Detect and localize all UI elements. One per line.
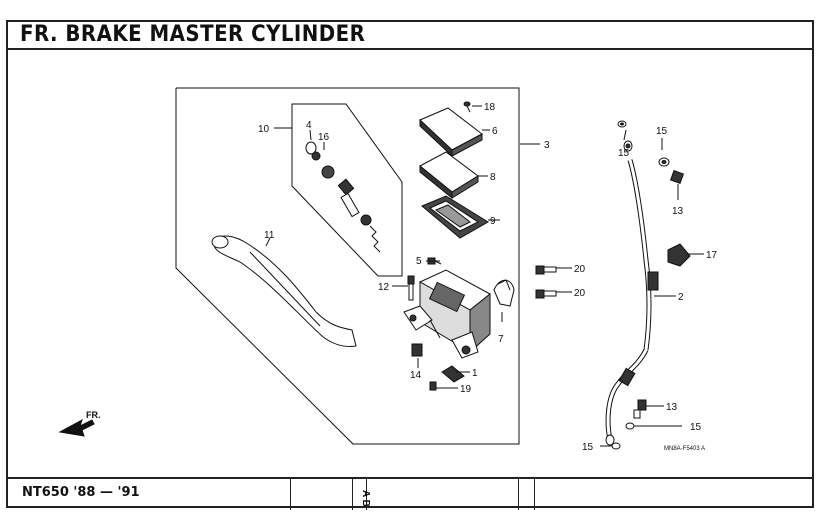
callout-10: 10 [258, 124, 270, 135]
bolt-13-top [669, 169, 685, 185]
callout-16: 16 [318, 132, 330, 143]
callout-13-bottom: 13 [666, 402, 678, 413]
page-title: FR. BRAKE MASTER CYLINDER [20, 22, 366, 47]
assembly-outline [175, 87, 520, 445]
washer-15-top-left [617, 120, 627, 128]
master-cylinder-body [403, 269, 491, 359]
direction-label: FR. [86, 410, 101, 420]
footer-code: A B [360, 490, 371, 507]
piston-kit-outline [291, 103, 403, 277]
figure-code: MN8A-F5403 A [664, 446, 705, 452]
piston-kit-parts [305, 141, 381, 253]
callout-17: 17 [706, 250, 718, 261]
footer-divider [352, 479, 353, 510]
screw-18 [463, 101, 471, 113]
callout-18: 18 [484, 102, 496, 113]
holder-7 [493, 279, 515, 307]
callout-15-end: 15 [582, 442, 594, 453]
footer-divider [534, 479, 535, 510]
clip-17 [667, 243, 691, 267]
model-label: NT650 '88 — '91 [22, 485, 140, 500]
callout-9: 9 [490, 216, 496, 227]
diaphragm [421, 195, 489, 239]
title-bar [6, 20, 814, 50]
washer-15-top-right [658, 157, 670, 167]
screw-19 [429, 381, 437, 391]
brake-hose [605, 140, 659, 446]
reservoir-cap [419, 107, 483, 158]
front-direction-arrow [58, 418, 95, 437]
callout-11: 11 [264, 230, 275, 241]
holder-1 [441, 365, 465, 383]
switch-14 [411, 343, 423, 357]
bolt-13-bottom [633, 399, 647, 419]
callout-6: 6 [492, 126, 498, 137]
callout-2: 2 [678, 292, 684, 303]
diaphragm-plate [419, 151, 479, 200]
footer-divider [366, 479, 367, 510]
callout-20-upper: 20 [574, 264, 586, 275]
footer-divider [290, 479, 291, 510]
washer-15-end [611, 442, 621, 450]
callout-15-top-left: 15 [618, 148, 630, 159]
bolt-12 [407, 275, 415, 301]
brake-lever [211, 235, 357, 347]
bolt-20-lower [535, 289, 557, 299]
callout-4: 4 [306, 120, 312, 131]
callout-1: 1 [472, 368, 478, 379]
callout-7: 7 [498, 334, 504, 345]
callout-20-lower: 20 [574, 288, 586, 299]
footer: NT650 '88 — '91 A B [6, 477, 814, 510]
callout-13-top: 13 [672, 206, 684, 217]
bolt-20-upper [535, 265, 557, 275]
callout-14: 14 [410, 370, 422, 381]
washer-15-bottom [625, 422, 635, 430]
footer-divider [518, 479, 519, 510]
callout-3: 3 [544, 140, 550, 151]
callout-5: 5 [416, 256, 422, 267]
callout-12: 12 [378, 282, 390, 293]
callout-19: 19 [460, 384, 472, 395]
callout-15-top-right: 15 [656, 126, 668, 137]
callout-15-bottom: 15 [690, 422, 702, 433]
callout-8: 8 [490, 172, 496, 183]
